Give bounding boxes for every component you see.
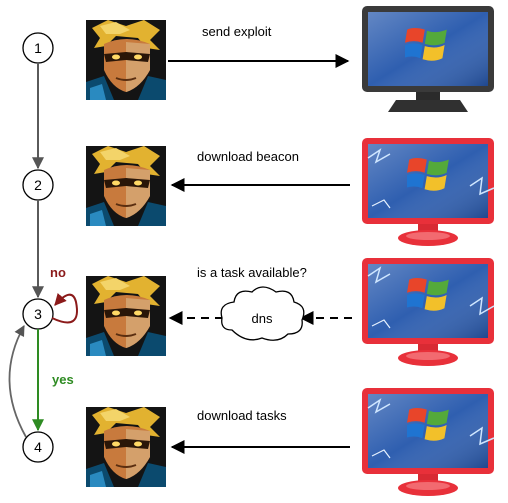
infected-windows-monitor-icon xyxy=(362,138,495,246)
step-1-number: 1 xyxy=(34,40,42,56)
step-1-node: 1 xyxy=(22,32,54,64)
infected-windows-monitor-icon xyxy=(362,258,495,366)
dns-label: dns xyxy=(252,311,273,326)
step-3-node: 3 xyxy=(22,298,54,330)
attacker-avatar-icon xyxy=(86,407,166,487)
yes-label: yes xyxy=(52,372,74,387)
windows-monitor-icon xyxy=(362,6,494,112)
attacker-avatar-icon xyxy=(86,20,166,100)
step-3-label: is a task available? xyxy=(197,265,307,280)
flow-arrow-4-3-return xyxy=(8,325,27,438)
flow-arrow-no-loop xyxy=(51,292,78,324)
dns-cloud: dns xyxy=(220,286,305,341)
no-label: no xyxy=(50,265,66,280)
step-4-node: 4 xyxy=(22,431,54,463)
step-4-number: 4 xyxy=(34,439,42,455)
step-4-label: download tasks xyxy=(197,408,287,423)
step-2-label: download beacon xyxy=(197,149,299,164)
attacker-avatar-icon xyxy=(86,146,166,226)
step-1-label: send exploit xyxy=(202,24,272,39)
attacker-avatar-icon xyxy=(86,276,166,356)
step-2-number: 2 xyxy=(34,177,42,193)
infected-windows-monitor-icon xyxy=(362,388,495,496)
step-3-number: 3 xyxy=(34,306,42,322)
step-2-node: 2 xyxy=(22,169,54,201)
